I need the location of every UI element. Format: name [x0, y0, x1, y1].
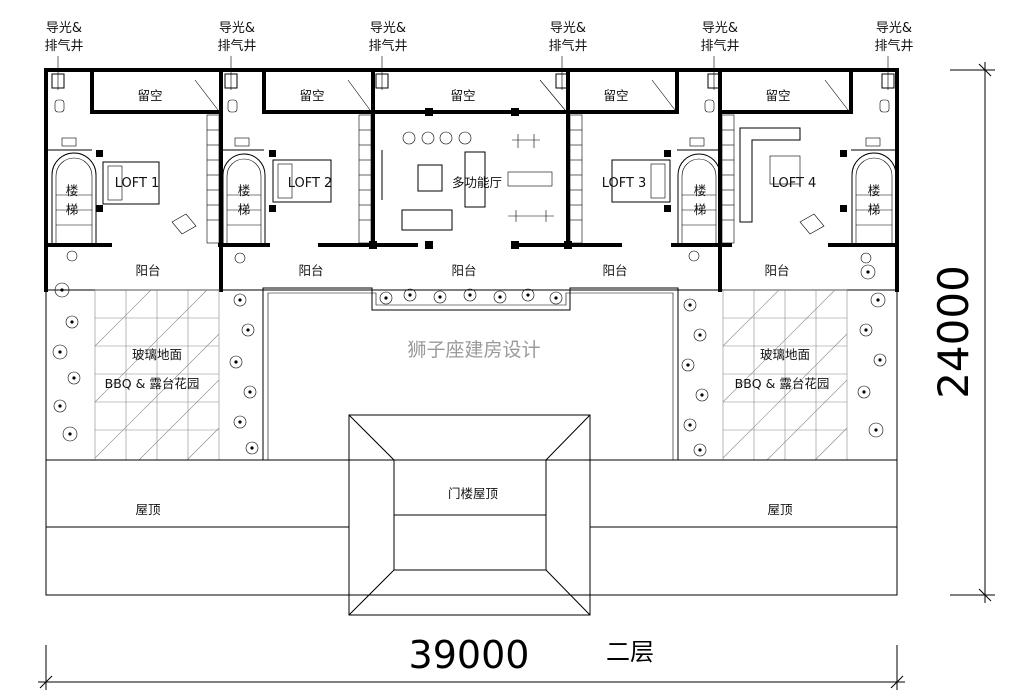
svg-text:导光&: 导光& [370, 21, 406, 36]
void-label-5: 留空 [765, 88, 790, 103]
shaft-label-6: 导光&排气井 [874, 21, 913, 54]
gate-roof-label: 门楼屋顶 [448, 486, 499, 501]
stair-label-2: 楼梯 [238, 183, 251, 217]
svg-text:排气井: 排气井 [217, 38, 256, 54]
bbq-garden-label-right: BBQ & 露台花园 [735, 376, 830, 391]
staircase-2 [222, 150, 276, 245]
svg-text:导光&: 导光& [46, 21, 82, 36]
svg-text:梯: 梯 [238, 202, 251, 217]
shaft-label-1: 导光&排气井 [44, 21, 83, 54]
multi-function-hall-label: 多功能厅 [452, 175, 502, 190]
balcony-label-5: 阳台 [764, 263, 789, 278]
staircases [51, 150, 897, 245]
furniture [102, 127, 825, 235]
garden-area [45, 287, 898, 461]
balcony-label-2: 阳台 [298, 263, 323, 278]
roof-area [45, 414, 898, 616]
shaft-label-4: 导光&排气井 [548, 21, 587, 54]
svg-text:楼: 楼 [66, 183, 79, 198]
svg-text:排气井: 排气井 [368, 38, 407, 54]
stair-label-3: 楼梯 [694, 183, 707, 217]
svg-text:楼: 楼 [868, 183, 881, 198]
svg-text:导光&: 导光& [550, 21, 586, 36]
glass-floor-label-right: 玻璃地面 [760, 347, 810, 362]
stair-label-4: 楼梯 [868, 183, 881, 217]
bbq-garden-label-left: BBQ & 露台花园 [105, 376, 200, 391]
svg-text:排气井: 排气井 [44, 38, 83, 54]
void-label-1: 留空 [137, 88, 162, 103]
staircase-4 [840, 150, 897, 245]
staircase-1 [51, 150, 103, 245]
balcony-label-3: 阳台 [451, 263, 476, 278]
svg-text:楼: 楼 [238, 183, 251, 198]
watermark: 狮子座建房设计 [407, 339, 540, 361]
loft-3-label: LOFT 3 [602, 176, 647, 191]
svg-text:导光&: 导光& [876, 21, 912, 36]
loft-4-label: LOFT 4 [772, 176, 817, 191]
flower-icon [52, 250, 887, 457]
svg-text:排气井: 排气井 [548, 38, 587, 54]
svg-text:梯: 梯 [694, 202, 707, 217]
dimension-lines [38, 62, 995, 690]
shaft-label-2: 导光&排气井 [217, 21, 256, 54]
stair-label-1: 楼梯 [66, 183, 79, 217]
plant-icons [52, 250, 887, 457]
svg-text:梯: 梯 [868, 202, 881, 217]
roof-label-right: 屋顶 [767, 502, 793, 517]
void-label-2: 留空 [299, 88, 324, 103]
svg-text:梯: 梯 [66, 202, 79, 217]
loft-2-label: LOFT 2 [288, 176, 333, 191]
svg-text:导光&: 导光& [219, 21, 255, 36]
room-labels: 留空 留空 留空 留空 留空 LOFT 1 LOFT 2 LOFT 3 LOFT… [66, 88, 881, 517]
roof-label-left: 屋顶 [135, 502, 161, 517]
svg-text:排气井: 排气井 [700, 38, 739, 54]
balcony-label-4: 阳台 [602, 263, 627, 278]
loft-1-label: LOFT 1 [115, 176, 160, 191]
shaft-label-5: 导光&排气井 [700, 21, 739, 54]
void-label-3: 留空 [450, 88, 475, 103]
shaft-label-3: 导光&排气井 [368, 21, 407, 54]
floor-name-label: 二层 [606, 638, 654, 666]
stair-strips [206, 114, 735, 244]
glass-floor-label-left: 玻璃地面 [132, 347, 182, 362]
svg-text:楼: 楼 [694, 183, 707, 198]
balcony-label-1: 阳台 [135, 263, 160, 278]
staircase-3 [664, 150, 721, 245]
shaft-labels: 导光&排气井 导光&排气井 导光&排气井 导光&排气井 导光&排气井 导光&排气… [44, 21, 914, 90]
svg-text:导光&: 导光& [702, 21, 738, 36]
dimension-height-label: 24000 [929, 265, 978, 399]
svg-text:排气井: 排气井 [874, 38, 913, 54]
void-label-4: 留空 [603, 88, 628, 103]
dimension-width-label: 39000 [409, 633, 530, 677]
